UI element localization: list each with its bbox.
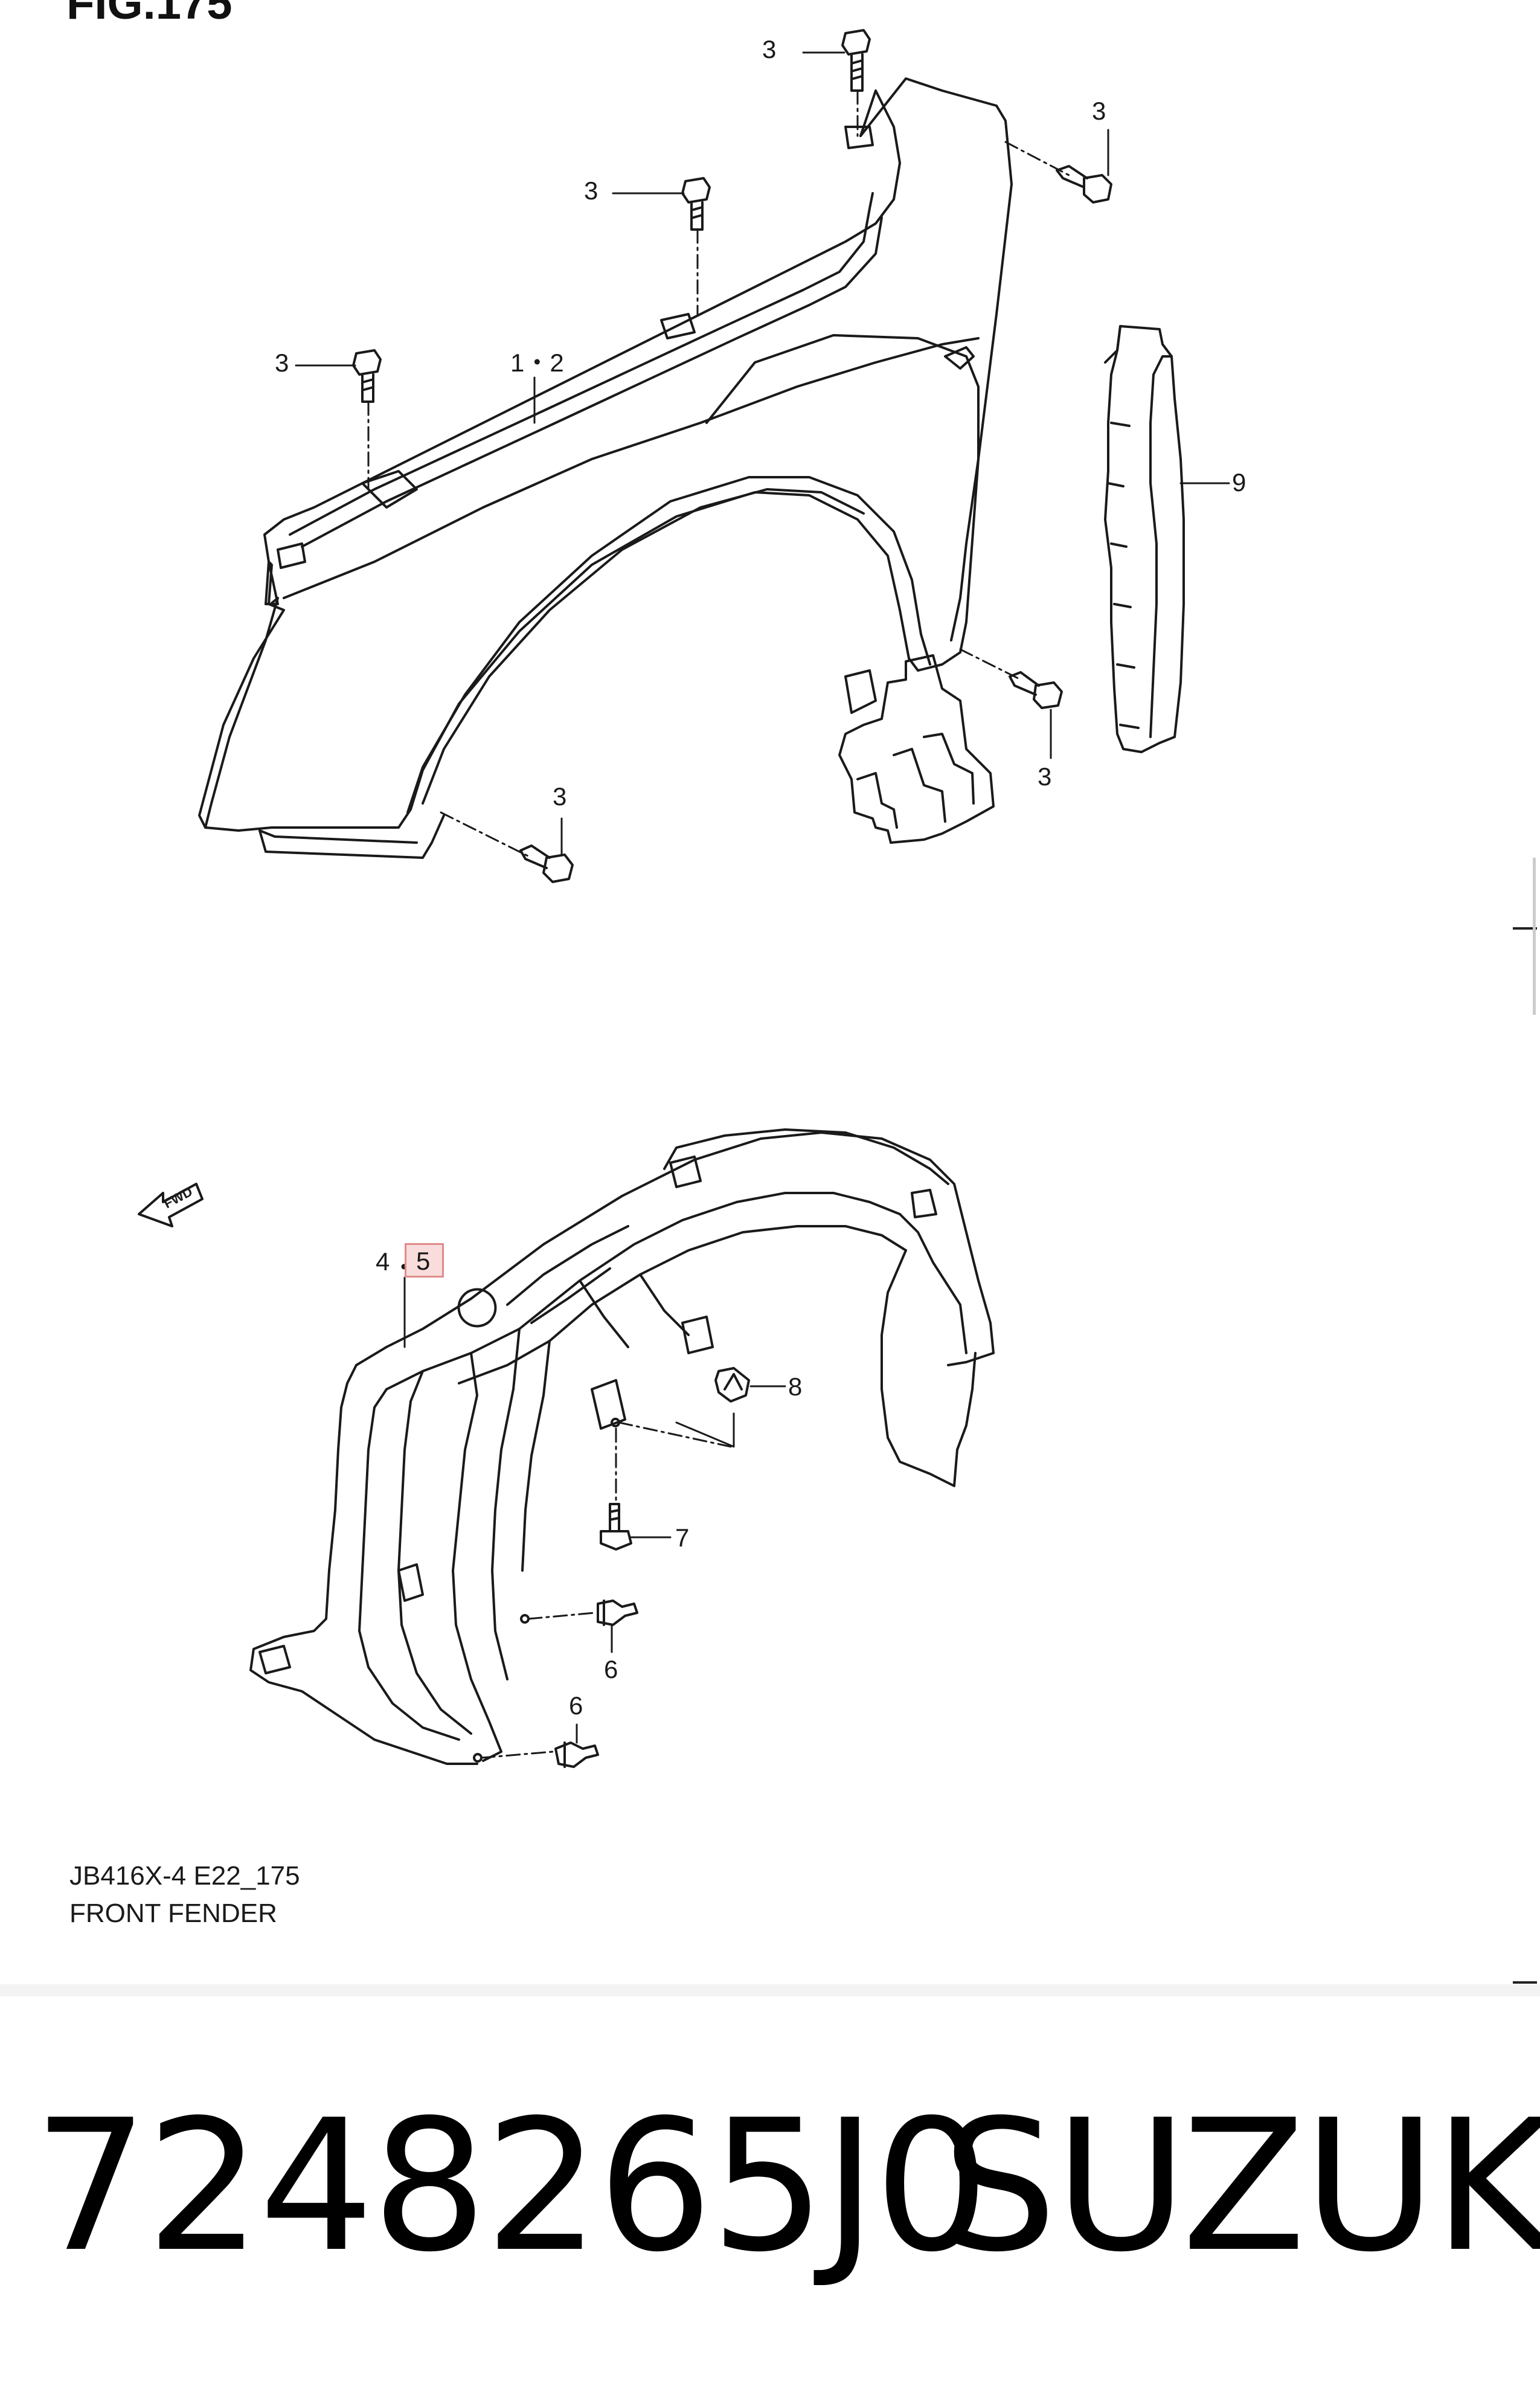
fender-leaders	[295, 51, 1230, 856]
figure-label: FIG.175	[66, 0, 233, 29]
screw-7[interactable]	[600, 1503, 632, 1551]
bolt-top[interactable]	[841, 29, 871, 92]
callout-4: 4	[376, 1247, 390, 1276]
liner-mount-lines	[480, 1421, 732, 1759]
clip-6-lower[interactable]	[554, 1741, 599, 1768]
callout-3-right: 3	[1092, 97, 1106, 125]
edge-mark-bottom	[1513, 1981, 1537, 1984]
part-info-band	[0, 1996, 1540, 2392]
edge-mark-top	[1513, 927, 1537, 930]
callout-3-mid: 3	[584, 176, 598, 205]
bolt-left[interactable]	[352, 349, 382, 403]
fwd-direction-arrow	[138, 1183, 204, 1227]
diagram-sheet	[0, 0, 1540, 1984]
image-divider	[0, 1984, 1540, 1996]
edge-mark-side	[1533, 858, 1536, 1015]
callout-3-lower-right: 3	[1038, 762, 1052, 791]
callout-3-left: 3	[275, 349, 289, 377]
callout-9: 9	[1232, 468, 1246, 497]
bolt-mid[interactable]	[681, 177, 711, 231]
fender-mount-lines	[367, 89, 1070, 859]
part-number: 7248265J0	[33, 2081, 989, 2292]
callout-6-upper: 6	[604, 1655, 618, 1683]
bolt-right[interactable]	[1056, 165, 1112, 204]
callout-5: 5	[416, 1247, 431, 1275]
callout-6-lower: 6	[569, 1691, 583, 1720]
liner-leaders	[403, 1276, 786, 1744]
callout-3-bottom: 3	[553, 782, 567, 811]
diagram-reference: JB416X-4 E22_175 FRONT FENDER	[69, 1857, 300, 1932]
callout-3-top: 3	[762, 35, 777, 63]
diagram-title: FRONT FENDER	[69, 1898, 277, 1928]
brand-name: SUZUKI	[942, 2081, 1540, 2292]
callout-1-2: 1・2	[510, 349, 564, 377]
clip-6-upper[interactable]	[597, 1599, 638, 1626]
bolt-bottom[interactable]	[519, 844, 574, 883]
fender-liner[interactable]	[249, 1128, 995, 1765]
callout-7: 7	[675, 1523, 690, 1552]
clip-8[interactable]	[714, 1367, 750, 1403]
fender-seal[interactable]	[1104, 325, 1185, 753]
callout-5-highlight[interactable]: 5	[405, 1243, 444, 1278]
diagram-code: JB416X-4 E22_175	[69, 1861, 300, 1891]
front-fender-diagram	[138, 29, 1230, 1768]
front-fender-panel[interactable]	[198, 77, 1013, 859]
callout-8: 8	[788, 1372, 803, 1401]
bolt-lower-right[interactable]	[1009, 671, 1063, 709]
